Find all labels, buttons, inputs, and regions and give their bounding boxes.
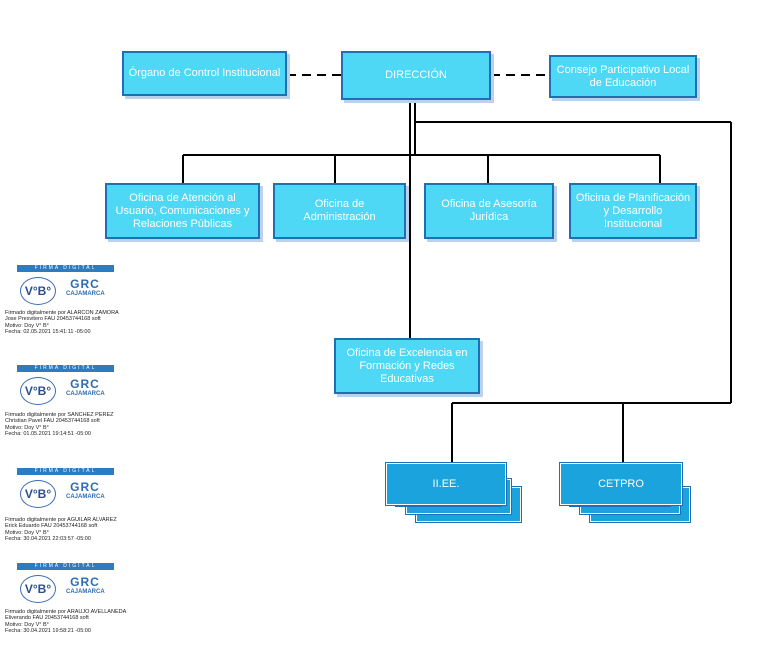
planificacion-label: Oficina de Planificación y Desarrollo In…	[575, 191, 691, 230]
grc-logo-name: CAJAMARCA	[66, 291, 105, 297]
visto-bueno-seal: V°B°	[20, 480, 56, 508]
cetpro-box: CETPRO	[559, 462, 683, 506]
grc-logo-text: GRC	[70, 480, 100, 494]
cetpro-label: CETPRO	[598, 478, 644, 490]
grc-logo: GRC CAJAMARCA	[66, 277, 105, 298]
asesoria-box: Oficina de Asesoría Jurídica	[424, 183, 554, 239]
visto-bueno-seal: V°B°	[20, 377, 56, 405]
grc-logo-name: CAJAMARCA	[66, 589, 105, 595]
planificacion-box: Oficina de Planificación y Desarrollo In…	[569, 183, 697, 239]
signature-text: Firmado digitalmente por SANCHEZ PEREZ C…	[5, 412, 114, 437]
firma-digital-banner: FIRMA DIGITAL	[17, 365, 114, 372]
signature-text: Firmado digitalmente por ARAUJO AVELLANE…	[5, 609, 126, 634]
direccion-label: DIRECCIÓN	[385, 69, 447, 81]
visto-bueno-seal: V°B°	[20, 575, 56, 603]
grc-logo-name: CAJAMARCA	[66, 494, 105, 500]
organo-control-label: Órgano de Control Institucional	[128, 67, 281, 79]
grc-logo-text: GRC	[70, 277, 100, 291]
firma-digital-banner: FIRMA DIGITAL	[17, 563, 114, 570]
firma-digital-banner: FIRMA DIGITAL	[17, 265, 114, 272]
consejo-label: Consejo Participativo Local de Educación	[556, 63, 690, 89]
firma-digital-banner: FIRMA DIGITAL	[17, 468, 114, 475]
cetpro-stack: CETPRO	[559, 462, 700, 525]
grc-logo-name: CAJAMARCA	[66, 391, 105, 397]
asesoria-label: Oficina de Asesoría Jurídica	[441, 198, 537, 223]
direccion-box: DIRECCIÓN	[341, 51, 491, 100]
grc-logo-text: GRC	[70, 575, 100, 589]
signature-stamp: FIRMA DIGITAL V°B° GRC CAJAMARCA Firmado…	[5, 265, 125, 350]
consejo-box: Consejo Participativo Local de Educación	[549, 55, 697, 98]
grc-logo: GRC CAJAMARCA	[66, 575, 105, 596]
excelencia-label: Oficina de Excelencia en Formación y Red…	[346, 346, 468, 385]
administracion-label: Oficina de Administración	[303, 198, 376, 223]
excelencia-box: Oficina de Excelencia en Formación y Red…	[334, 338, 480, 394]
organo-control-box: Órgano de Control Institucional	[122, 51, 287, 96]
grc-logo: GRC CAJAMARCA	[66, 480, 105, 501]
administracion-box: Oficina de Administración	[273, 183, 406, 239]
atencion-usuario-box: Oficina de Atención al Usuario, Comunica…	[105, 183, 260, 239]
signature-stamp: FIRMA DIGITAL V°B° GRC CAJAMARCA Firmado…	[5, 468, 125, 553]
iiee-box: II.EE.	[385, 462, 507, 506]
signature-text: Firmado digitalmente por ALARCON ZAMORA …	[5, 310, 119, 335]
atencion-usuario-label: Oficina de Atención al Usuario, Comunica…	[115, 191, 250, 230]
grc-logo-text: GRC	[70, 377, 100, 391]
signature-text: Firmado digitalmente por AGUILAR ALVAREZ…	[5, 517, 117, 542]
iiee-stack: II.EE.	[385, 462, 526, 525]
signature-stamp: FIRMA DIGITAL V°B° GRC CAJAMARCA Firmado…	[5, 563, 126, 648]
iiee-label: II.EE.	[432, 478, 460, 490]
signature-stamp: FIRMA DIGITAL V°B° GRC CAJAMARCA Firmado…	[5, 365, 125, 450]
grc-logo: GRC CAJAMARCA	[66, 377, 105, 398]
visto-bueno-seal: V°B°	[20, 277, 56, 305]
